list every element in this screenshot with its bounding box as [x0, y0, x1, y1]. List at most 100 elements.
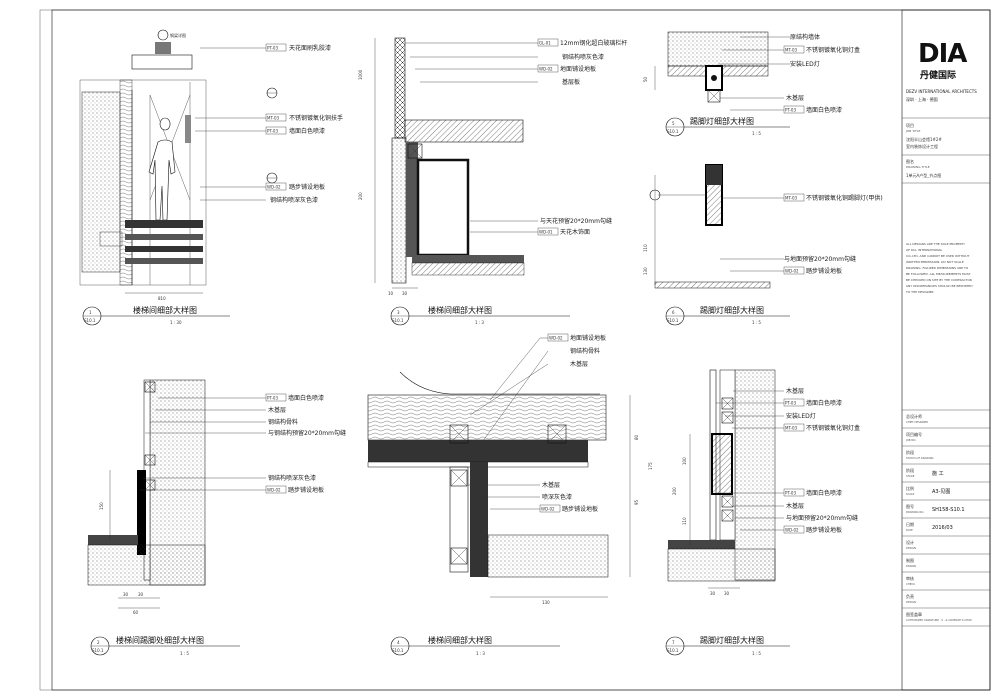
- svg-text:钢结构喷灰色漆: 钢结构喷灰色漆: [562, 53, 604, 61]
- svg-text:130: 130: [542, 600, 550, 605]
- d4-callouts: WD-02 地面铺设地板 钢结构骨料 木基层 木基层 喷深灰色漆 WD-02 踏…: [468, 333, 606, 513]
- title-row-value: 施 工: [932, 470, 944, 477]
- title-row-label-en: DATE: [906, 528, 913, 532]
- title-row-label-en: STATUS OF DRAWING: [906, 456, 934, 460]
- svg-text:WRITTEN PERMISSION. DO NOT SCA: WRITTEN PERMISSION. DO NOT SCALE: [906, 260, 964, 264]
- title-row-label: 图号: [906, 503, 914, 509]
- svg-text:MT-03: MT-03: [785, 48, 798, 53]
- title-row-label: 制图: [906, 557, 914, 563]
- svg-text:1 : 5: 1 : 5: [752, 320, 761, 325]
- svg-text:与地面预留20*20mm勾缝: 与地面预留20*20mm勾缝: [786, 514, 858, 522]
- drawing-6: 110 130 MT-03 不锈钢镀氧化铜踢脚灯(甲供) 与地面预留20*20m…: [643, 164, 883, 326]
- svg-text:天花木饰面: 天花木饰面: [560, 228, 590, 236]
- title-row-label-en: DRAWN: [906, 564, 916, 568]
- title-row-label: 设计: [906, 539, 914, 545]
- svg-text:木基层: 木基层: [542, 481, 560, 489]
- svg-text:2: 2: [97, 640, 100, 645]
- d2-title: 楼梯间踢脚处细部大样图: [116, 635, 204, 645]
- title-row-label: 比例: [906, 485, 914, 491]
- svg-text:WD-02: WD-02: [785, 528, 799, 533]
- drawing-3: 1000 200 10 30 GL-01 12mm钢化超白玻璃栏杆 钢结构喷灰色…: [358, 37, 627, 326]
- svg-text:墙面白色喷漆: 墙面白色喷漆: [806, 399, 842, 407]
- svg-text:墙面白色喷漆: 墙面白色喷漆: [288, 394, 324, 402]
- svg-text:1 : 3: 1 : 3: [475, 320, 484, 325]
- title-row-label: 项目编号: [906, 431, 922, 437]
- svg-text:踏步铺设地板: 踏步铺设地板: [562, 505, 598, 513]
- svg-text:1 : 3: 1 : 3: [476, 651, 485, 656]
- svg-text:WD-02: WD-02: [539, 67, 553, 72]
- title-block: DIA 丹健国际 DEZV INTERNATIONAL ARCHITECTS 深…: [902, 39, 990, 627]
- svg-text:JOB TITLE: JOB TITLE: [905, 129, 920, 133]
- drawing-7: 100 200 110 30 30 木基层 PT-03 墙面白色喷漆 安装LED…: [665, 369, 860, 656]
- svg-text:不锈钢镀氧化铜灯盒: 不锈钢镀氧化铜灯盒: [806, 424, 860, 432]
- svg-text:BE FOLLOWED. ALL MEASUREMENTS: BE FOLLOWED. ALL MEASUREMENTS MUST: [906, 272, 971, 276]
- d1-dim: 810: [158, 296, 166, 301]
- svg-text:图名: 图名: [906, 158, 914, 164]
- svg-text:踏步铺设地板: 踏步铺设地板: [806, 267, 842, 275]
- svg-text:MT-03: MT-03: [785, 426, 798, 431]
- outer-border: [39, 9, 991, 691]
- title-block-frame: [901, 9, 991, 691]
- svg-text:WD-02: WD-02: [549, 336, 563, 341]
- svg-text:墙面白色喷漆: 墙面白色喷漆: [289, 127, 325, 135]
- svg-text:60: 60: [133, 610, 139, 615]
- svg-text:S10.1: S10.1: [667, 318, 679, 323]
- title-row-label-en: DESIGN: [906, 546, 916, 550]
- svg-text:1 : 5: 1 : 5: [752, 131, 761, 136]
- firm-name: DEZV INTERNATIONAL ARCHITECTS: [906, 89, 977, 94]
- svg-text:PT-03: PT-03: [785, 108, 796, 113]
- svg-text:木基层: 木基层: [786, 387, 804, 395]
- drawing-2: 150 30 30 60 PT-03 墙面白色喷漆 木基层 钢结构骨料 与钢结构…: [87, 379, 346, 656]
- svg-text:S10.1: S10.1: [392, 648, 404, 653]
- title-row-label: 图签盖章: [906, 611, 922, 617]
- d6-callouts: MT-03 不锈钢镀氧化铜踢脚灯(甲供) 与地面预留20*20mm勾缝 WD-0…: [720, 193, 883, 275]
- svg-text:踏步铺设地板: 踏步铺设地板: [806, 526, 842, 534]
- svg-text:1000: 1000: [358, 69, 363, 80]
- svg-text:1 : 5: 1 : 5: [180, 651, 189, 656]
- title-row-label-en: DRAWING NO.: [906, 510, 924, 514]
- svg-text:安装LED灯: 安装LED灯: [786, 412, 816, 420]
- svg-text:钢结构喷深灰色漆: 钢结构喷深灰色漆: [270, 196, 318, 204]
- svg-text:1: 1: [89, 310, 92, 315]
- title-row-label: 阶段: [906, 467, 914, 473]
- svg-text:PT-03: PT-03: [267, 46, 278, 51]
- svg-text:钢结构骨料: 钢结构骨料: [268, 418, 298, 426]
- svg-text:PT-03: PT-03: [785, 491, 796, 496]
- svg-text:10: 10: [388, 291, 394, 296]
- svg-text:地面铺设地板: 地面铺设地板: [570, 334, 606, 342]
- svg-text:不锈钢镀氧化铜踢脚灯(甲供): 不锈钢镀氧化铜踢脚灯(甲供): [806, 194, 883, 202]
- svg-text:30: 30: [724, 591, 730, 596]
- title-row-label-en: AUTHORIZED SIGNATURE · S · & COMPANY'S C…: [906, 618, 972, 622]
- svg-text:木基层: 木基层: [570, 360, 588, 368]
- svg-text:TO THE DESIGNER: TO THE DESIGNER: [905, 290, 934, 294]
- svg-text:WD-01: WD-01: [539, 230, 553, 235]
- svg-text:钢结构骨料: 钢结构骨料: [570, 347, 600, 355]
- svg-text:130: 130: [643, 267, 648, 275]
- svg-text:100: 100: [682, 457, 687, 465]
- svg-text:与钢结构预留20*20mm勾缝: 与钢结构预留20*20mm勾缝: [268, 429, 346, 437]
- svg-text:110: 110: [643, 244, 648, 252]
- svg-text:木基层: 木基层: [786, 502, 804, 510]
- d3-title: 楼梯间细部大样图: [428, 305, 492, 315]
- svg-text:50: 50: [643, 76, 648, 82]
- title-row-value: SH158-S10.1: [932, 507, 965, 513]
- svg-text:CO.,LTD. AND CANNOT BE USED WI: CO.,LTD. AND CANNOT BE USED WITHOUT: [906, 254, 970, 258]
- d7-callouts: 木基层 PT-03 墙面白色喷漆 安装LED灯 MT-03 不锈钢镀氧化铜灯盒 …: [716, 387, 860, 534]
- title-row-label: 阶段: [906, 449, 914, 455]
- svg-text:木基层: 木基层: [786, 94, 804, 102]
- svg-text:DRAWING. FIGURED DIMENSIONS AR: DRAWING. FIGURED DIMENSIONS ARE TO: [906, 266, 969, 270]
- svg-text:30: 30: [710, 591, 716, 596]
- svg-text:WD-02: WD-02: [267, 488, 281, 493]
- svg-text:1 : 5: 1 : 5: [752, 651, 761, 656]
- svg-text:175: 175: [648, 462, 653, 470]
- svg-text:踏步铺设地板: 踏步铺设地板: [289, 183, 325, 191]
- title-row-label: 审核: [906, 575, 914, 581]
- svg-text:80: 80: [634, 434, 639, 440]
- svg-text:S10.1: S10.1: [667, 129, 679, 134]
- svg-text:DRAWING TITLE: DRAWING TITLE: [906, 165, 930, 169]
- svg-text:不锈钢镀氧化铜灯盒: 不锈钢镀氧化铜灯盒: [806, 46, 860, 54]
- svg-text:GL-01: GL-01: [539, 41, 551, 46]
